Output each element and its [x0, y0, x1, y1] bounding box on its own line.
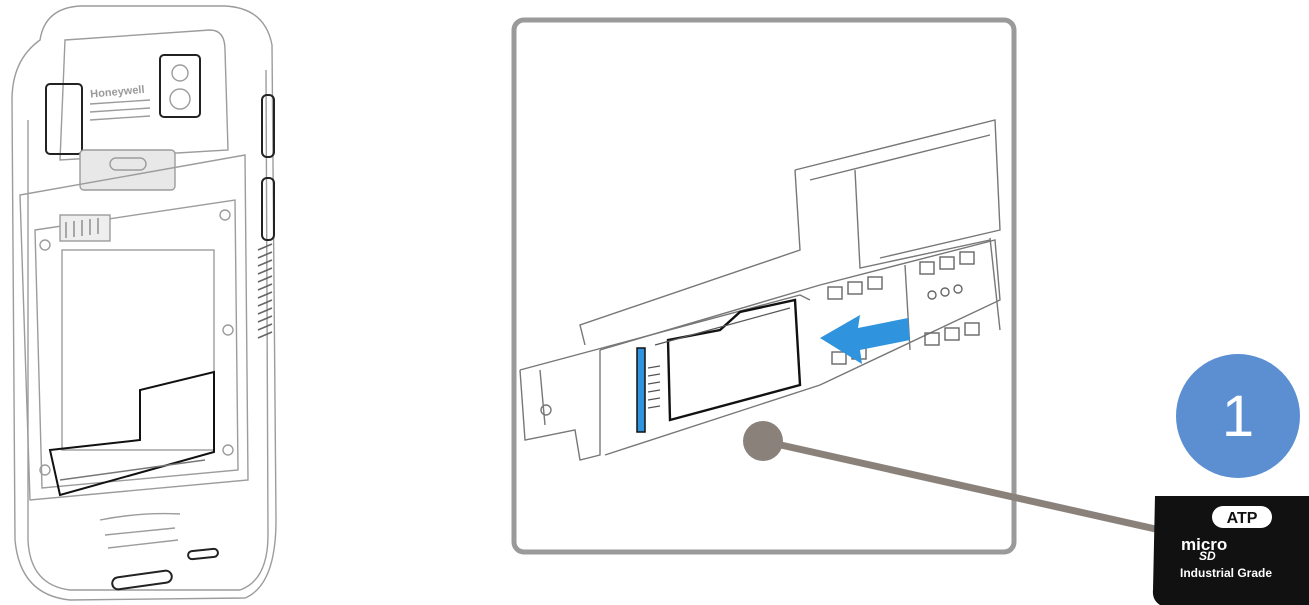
rear-camera	[159, 54, 201, 118]
insert-direction-arrow	[820, 315, 910, 364]
card-tray	[519, 119, 1001, 461]
card-type-line1: micro	[1181, 535, 1227, 554]
side-button-upper	[261, 94, 275, 158]
charge-contacts	[111, 569, 173, 591]
camera-window	[45, 83, 83, 155]
side-button-lower	[261, 177, 275, 241]
step-number: 1	[1222, 384, 1254, 449]
device-back	[11, 5, 277, 601]
card-type-line2: SD	[1199, 549, 1216, 563]
card-slot-area	[48, 370, 215, 497]
speaker-grille	[89, 99, 151, 121]
device-brand-label: Honeywell	[90, 84, 145, 101]
card-grade: Industrial Grade	[1180, 566, 1272, 580]
callout-dot	[743, 421, 783, 461]
card-contacts	[636, 347, 646, 433]
callout-connector	[759, 437, 1164, 534]
microsd-card-outline	[666, 298, 802, 422]
card-brand: ATP	[1227, 510, 1258, 527]
step-badge	[1176, 354, 1300, 478]
zoom-frame	[511, 17, 1017, 555]
microsd-card-photo: ATP micro SD Industrial Grade	[1152, 496, 1309, 605]
